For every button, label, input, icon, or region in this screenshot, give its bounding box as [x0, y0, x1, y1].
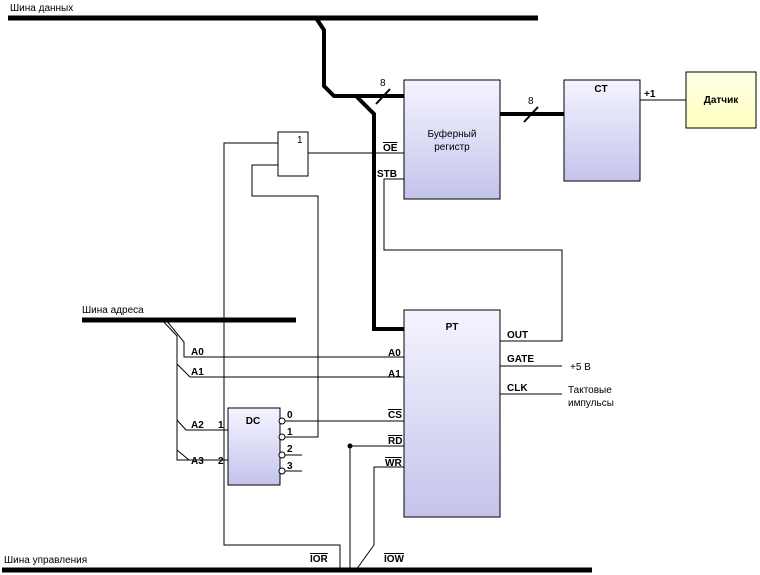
pin-out-label: OUT	[507, 330, 528, 341]
pin-gate-label: GATE	[507, 354, 534, 365]
wire-or-in1-ior	[223, 142, 341, 570]
address-bus-label: Шина адреса	[82, 305, 144, 316]
sensor: Датчик	[685, 71, 757, 129]
decoder-inverted-output-0	[278, 417, 286, 425]
buffer-register: Буферный регистр OE STB	[377, 79, 501, 200]
data-bus: Шина данных	[8, 3, 538, 21]
gate-source-label: +5 В	[570, 362, 591, 373]
buffer-register-label-2: регистр	[434, 142, 470, 153]
counter-label: CT	[594, 84, 607, 95]
junction-dot	[347, 443, 353, 449]
or-gate: 1	[277, 131, 309, 177]
decoder: DC 0 1 2 3 1 2	[218, 407, 293, 486]
ior-label: IOR	[310, 554, 329, 565]
decoder-output-3-label: 3	[287, 461, 293, 472]
wire-a0	[165, 319, 404, 358]
iow-label: IOW	[384, 554, 405, 565]
timer-label: PT	[446, 322, 459, 333]
sensor-label: Датчик	[704, 95, 740, 106]
or-gate-label: 1	[297, 135, 303, 146]
address-a2-label: A2	[191, 420, 204, 431]
wire-stb-out	[383, 178, 563, 342]
buffer-register-body	[403, 79, 501, 200]
decoder-output-0-label: 0	[287, 410, 293, 421]
counter-body	[563, 79, 641, 182]
decoder-output-1-label: 1	[287, 427, 293, 438]
decoder-label: DC	[246, 416, 260, 427]
pin-wr-label: WR	[385, 458, 402, 469]
pin-rd-label: RD	[388, 436, 402, 447]
pin-stb-label: STB	[377, 169, 397, 180]
pin-clk-label: CLK	[507, 383, 528, 394]
control-bus: Шина управления	[2, 555, 592, 573]
buffer-register-label-1: Буферный	[428, 128, 477, 140]
bus-width-slash-out	[523, 106, 539, 123]
address-a1-label: A1	[191, 367, 204, 378]
timer-body	[403, 309, 501, 518]
data-bus-label: Шина данных	[10, 3, 73, 14]
decoder-inverted-output-1	[278, 433, 286, 441]
data-bus-branch	[314, 16, 356, 98]
counter: CT +1	[563, 79, 656, 182]
pin-cs-label: CS	[388, 410, 402, 421]
decoder-input-1-label: 1	[218, 420, 224, 431]
clock-source-label-2: импульсы	[568, 398, 614, 409]
or-gate-body	[277, 131, 309, 177]
pin-a1-label: A1	[388, 369, 401, 380]
decoder-body	[227, 407, 281, 486]
pin-a0-label: A0	[388, 348, 401, 359]
counter-input-label: +1	[644, 89, 656, 100]
bus-width-out-label: 8	[528, 96, 534, 107]
wire-a3-tap	[176, 449, 190, 461]
decoder-input-2-label: 2	[218, 456, 224, 467]
control-bus-label: Шина управления	[4, 555, 87, 566]
wire-wr	[355, 466, 404, 571]
decoder-inverted-output-2	[278, 451, 286, 459]
wire-or-in2-dc1	[251, 164, 319, 438]
address-a0-label: A0	[191, 347, 204, 358]
address-a3-label: A3	[191, 456, 204, 467]
wire-address-trunk	[161, 319, 228, 461]
decoder-output-2-label: 2	[287, 444, 293, 455]
timer: PT A0 A1 CS RD WR OUT GATE CLK	[385, 309, 534, 518]
timer-data-bus	[354, 94, 404, 331]
wire-a1	[176, 363, 404, 378]
wire-a2	[176, 419, 228, 431]
bus-width-in-label: 8	[380, 78, 386, 89]
clock-source-label-1: Тактовые	[568, 385, 612, 396]
bus-width-slash-in	[375, 88, 391, 105]
address-bus: Шина адреса	[82, 305, 296, 323]
pin-oe-label: OE	[383, 143, 398, 154]
decoder-inverted-output-3	[278, 467, 286, 475]
sensor-body	[685, 71, 757, 129]
